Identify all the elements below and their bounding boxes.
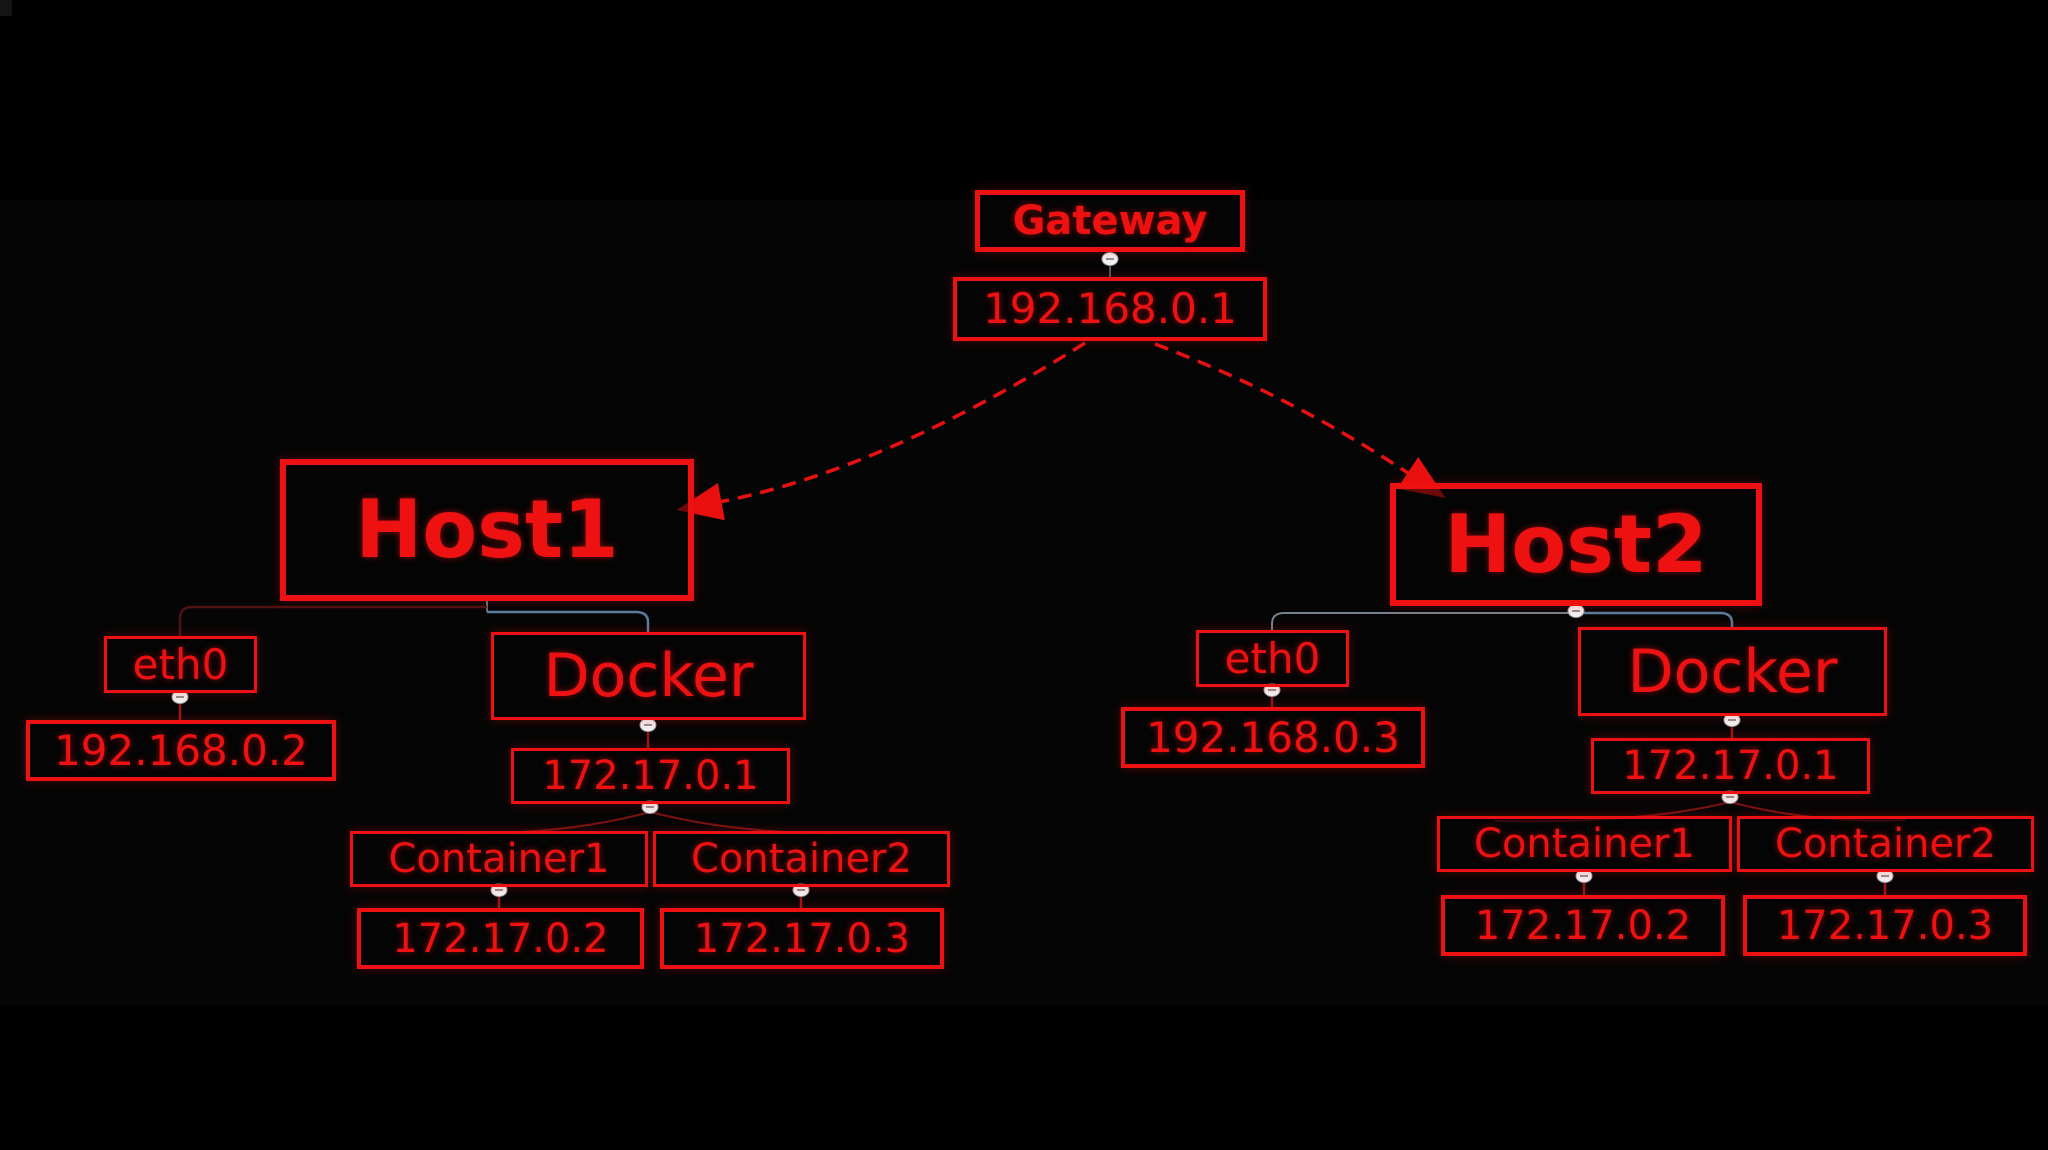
toggle-host2-docker[interactable]: [1723, 713, 1741, 727]
link-host2-docker: [1576, 611, 1734, 627]
node-host1-container2: Container2: [653, 831, 950, 887]
node-host1-docker-ip: 172.17.0.1: [511, 748, 790, 804]
node-host1-container1-ip: 172.17.0.2: [357, 908, 644, 969]
node-host1: Host1: [280, 459, 694, 601]
toggle-host2[interactable]: [1567, 604, 1585, 618]
node-host2-docker-ip: 172.17.0.1: [1591, 738, 1870, 794]
node-host2-docker: Docker: [1578, 627, 1887, 716]
node-gateway-ip: 192.168.0.1: [953, 277, 1267, 341]
link-host2-eth0: [1271, 612, 1576, 630]
link-host1-eth0: [178, 605, 487, 636]
node-gateway: Gateway: [975, 190, 1245, 252]
toggle-host1-docker[interactable]: [639, 718, 657, 732]
corner-artifact: [0, 0, 12, 16]
node-host2-eth0: eth0: [1196, 630, 1349, 687]
node-host1-eth0: eth0: [104, 636, 257, 693]
node-host2-container2: Container2: [1737, 816, 2034, 872]
gateway-to-host1-arrow: [676, 341, 1086, 521]
toggle-gateway[interactable]: [1101, 252, 1119, 266]
gateway-to-host2-arrow: [1154, 342, 1446, 498]
node-host1-container1: Container1: [350, 831, 648, 887]
node-host1-container2-ip: 172.17.0.3: [660, 908, 944, 969]
node-host2: Host2: [1390, 483, 1762, 606]
link-host1-docker: [487, 610, 650, 632]
node-host1-docker: Docker: [491, 632, 806, 720]
node-host2-eth0-ip: 192.168.0.3: [1121, 707, 1425, 768]
node-host1-eth0-ip: 192.168.0.2: [26, 720, 336, 781]
node-host2-container2-ip: 172.17.0.3: [1743, 895, 2027, 956]
node-host2-container1-ip: 172.17.0.2: [1441, 895, 1725, 956]
node-host2-container1: Container1: [1437, 816, 1732, 872]
